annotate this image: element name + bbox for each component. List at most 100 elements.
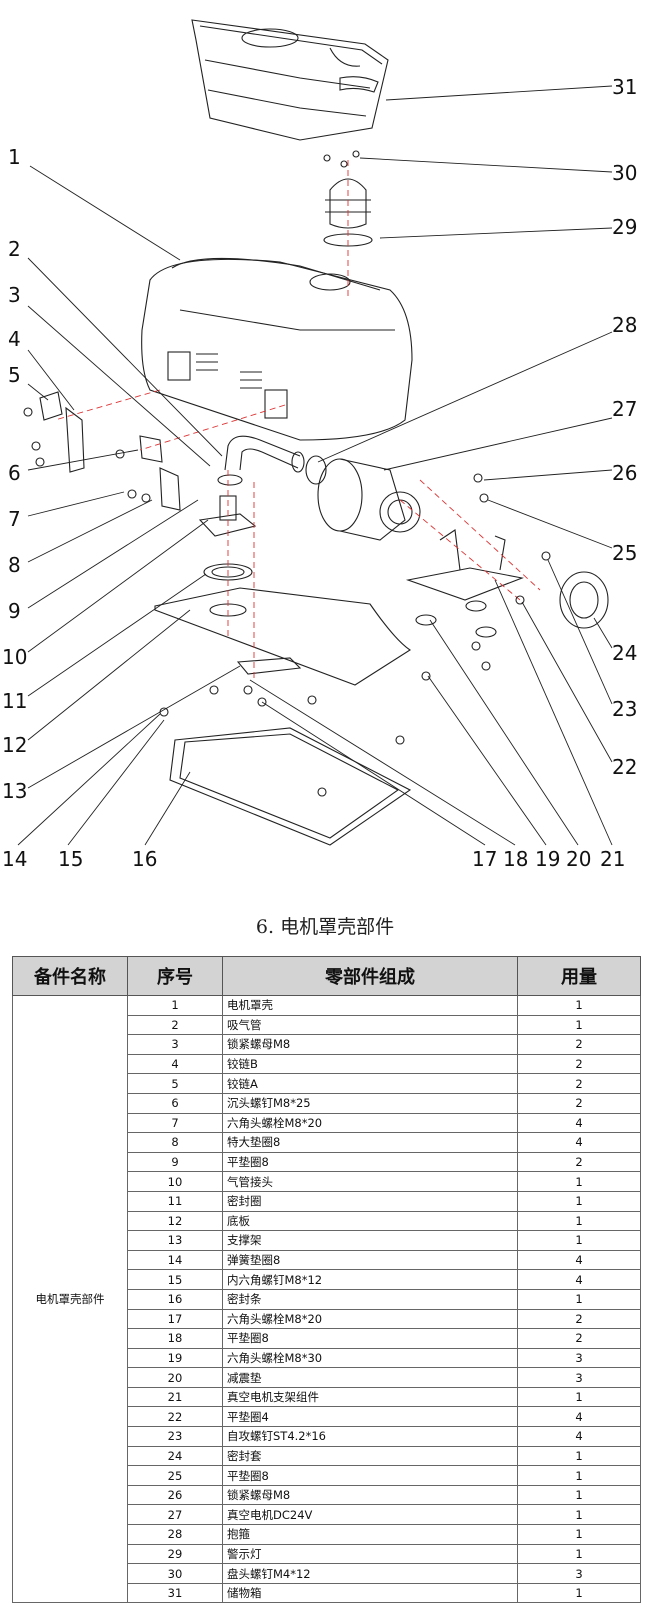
- row-quantity-cell: 4: [517, 1112, 641, 1134]
- row-index-cell: 13: [127, 1230, 223, 1251]
- callout-29: 29: [612, 215, 637, 239]
- row-quantity-cell: 3: [517, 1347, 641, 1369]
- callout-25: 25: [612, 541, 637, 565]
- motor-housing-drawing: [141, 257, 413, 441]
- row-quantity-cell: 1: [517, 1484, 641, 1506]
- row-index-cell: 7: [127, 1112, 223, 1134]
- row-quantity-cell: 1: [517, 995, 641, 1016]
- row-index-cell: 4: [127, 1053, 223, 1075]
- callout-1: 1: [8, 145, 21, 169]
- row-component-cell: 弹簧垫圈8: [222, 1249, 518, 1271]
- callout-18: 18: [503, 847, 528, 871]
- sealing-strip-drawing: [169, 727, 412, 846]
- row-quantity-cell: 4: [517, 1406, 641, 1428]
- row-index-cell: 24: [127, 1445, 223, 1467]
- row-component-cell: 吸气管: [222, 1014, 518, 1036]
- table-header-row: 备件名称 序号 零部件组成 用量: [12, 956, 641, 996]
- row-quantity-cell: 1: [517, 1582, 641, 1603]
- row-quantity-cell: 1: [517, 1465, 641, 1486]
- row-component-cell: 平垫圈4: [222, 1406, 518, 1428]
- row-index-cell: 27: [127, 1504, 223, 1526]
- vacuum-motor-drawing: [305, 455, 421, 541]
- row-index-cell: 30: [127, 1563, 223, 1584]
- row-component-cell: 铰链B: [222, 1053, 518, 1075]
- callout-16: 16: [132, 847, 157, 871]
- row-component-cell: 内六角螺钉M8*12: [222, 1269, 518, 1290]
- row-index-cell: 11: [127, 1190, 223, 1212]
- row-component-cell: 盘头螺钉M4*12: [222, 1563, 518, 1584]
- row-quantity-cell: 1: [517, 1230, 641, 1251]
- row-index-cell: 19: [127, 1347, 223, 1369]
- row-component-cell: 真空电机DC24V: [222, 1504, 518, 1526]
- air-fitting-drawing: [198, 495, 257, 581]
- row-quantity-cell: 1: [517, 1524, 641, 1545]
- row-component-cell: 电机罩壳: [222, 995, 518, 1016]
- row-index-cell: 14: [127, 1249, 223, 1271]
- support-bracket-drawing: [236, 657, 302, 675]
- group-name-cell: 电机罩壳部件: [12, 994, 128, 1603]
- header-part-name: 备件名称: [12, 956, 128, 996]
- storage-box-drawing: [191, 19, 389, 141]
- row-component-cell: 密封圈: [222, 1190, 518, 1212]
- row-quantity-cell: 2: [517, 1053, 641, 1075]
- motor-bracket-drawing: [405, 529, 524, 601]
- row-index-cell: 3: [127, 1034, 223, 1055]
- callout-30: 30: [612, 161, 637, 185]
- row-component-cell: 六角头螺栓M8*20: [222, 1308, 518, 1330]
- row-index-cell: 20: [127, 1367, 223, 1388]
- row-quantity-cell: 2: [517, 1034, 641, 1055]
- row-quantity-cell: 3: [517, 1367, 641, 1388]
- callout-27: 27: [612, 397, 637, 421]
- callout-11: 11: [2, 689, 27, 713]
- row-quantity-cell: 1: [517, 1543, 641, 1565]
- row-index-cell: 21: [127, 1386, 223, 1408]
- row-quantity-cell: 1: [517, 1171, 641, 1192]
- row-component-cell: 气管接头: [222, 1171, 518, 1192]
- row-component-cell: 储物箱: [222, 1582, 518, 1603]
- row-component-cell: 沉头螺钉M8*25: [222, 1092, 518, 1114]
- row-index-cell: 6: [127, 1092, 223, 1114]
- row-index-cell: 17: [127, 1308, 223, 1330]
- row-quantity-cell: 1: [517, 1386, 641, 1408]
- row-quantity-cell: 4: [517, 1269, 641, 1290]
- row-component-cell: 锁紧螺母M8: [222, 1484, 518, 1506]
- row-index-cell: 22: [127, 1406, 223, 1428]
- row-component-cell: 底板: [222, 1210, 518, 1232]
- row-quantity-cell: 1: [517, 1190, 641, 1212]
- row-quantity-cell: 2: [517, 1073, 641, 1094]
- header-components: 零部件组成: [222, 956, 518, 996]
- row-index-cell: 16: [127, 1288, 223, 1310]
- callout-17: 17: [472, 847, 497, 871]
- callout-12: 12: [2, 733, 27, 757]
- callout-4: 4: [8, 327, 21, 351]
- callout-20: 20: [566, 847, 591, 871]
- callout-9: 9: [8, 599, 21, 623]
- row-index-cell: 29: [127, 1543, 223, 1565]
- row-quantity-cell: 1: [517, 1288, 641, 1310]
- header-index: 序号: [127, 956, 223, 996]
- callout-3: 3: [8, 283, 21, 307]
- callout-22: 22: [612, 755, 637, 779]
- suction-pipe-drawing: [217, 435, 305, 486]
- row-quantity-cell: 1: [517, 1445, 641, 1467]
- row-quantity-cell: 2: [517, 1092, 641, 1114]
- row-quantity-cell: 1: [517, 1504, 641, 1526]
- row-component-cell: 真空电机支架组件: [222, 1386, 518, 1408]
- row-component-cell: 六角头螺栓M8*20: [222, 1112, 518, 1134]
- row-quantity-cell: 3: [517, 1563, 641, 1584]
- row-quantity-cell: 1: [517, 1210, 641, 1232]
- callout-19: 19: [535, 847, 560, 871]
- row-quantity-cell: 4: [517, 1249, 641, 1271]
- row-component-cell: 警示灯: [222, 1543, 518, 1565]
